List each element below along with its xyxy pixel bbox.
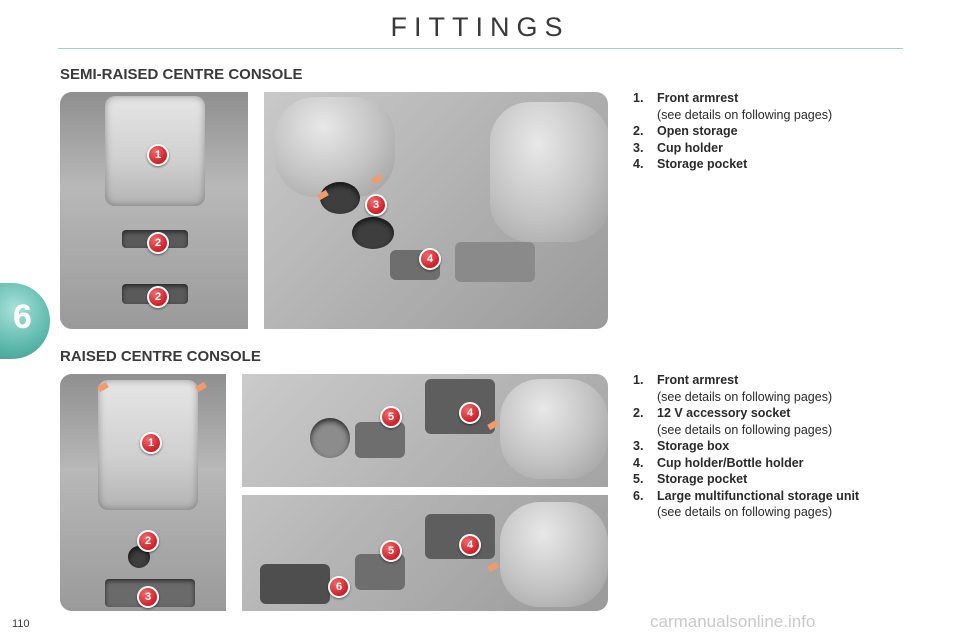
legend-item: 4. Cup holder/Bottle holder (633, 455, 893, 472)
legend-label: Open storage (657, 124, 738, 138)
legend-label: Large multifunctional storage unit (657, 488, 860, 503)
title-rule (58, 48, 903, 49)
callout-badge: 4 (459, 534, 481, 556)
legend-number: 4. (633, 455, 644, 470)
seat-shape (490, 102, 608, 242)
seat-shape (500, 379, 608, 479)
callout-badge: 5 (380, 540, 402, 562)
photo-divider (248, 92, 264, 329)
legend-item: 3. Storage box (633, 438, 893, 455)
legend-number: 1. (633, 373, 644, 387)
seat-shape (500, 502, 608, 607)
callout-badge: 5 (380, 406, 402, 428)
chapter-number: 6 (13, 298, 32, 336)
legend-note: (see details on following pages) (657, 107, 833, 122)
legend-note: (see details on following pages) (657, 389, 833, 404)
legend-label: Storage box (657, 439, 730, 453)
page-number: 110 (12, 618, 30, 630)
legend-label: Storage pocket (657, 472, 748, 486)
callout-badge: 4 (459, 402, 481, 424)
legend-item: 4. Storage pocket (633, 156, 893, 173)
legend-number: 6. (633, 488, 644, 503)
photo-raised-console: 1 2 3 5 4 5 4 6 (60, 374, 608, 611)
photo-divider-horizontal (242, 487, 608, 495)
callout-badge: 2 (147, 286, 169, 308)
legend-number: 4. (633, 157, 644, 171)
legend-semi-raised: 1. Front armrest (see details on followin… (633, 90, 893, 173)
highlight-mark (487, 561, 499, 573)
legend-number: 3. (633, 140, 644, 155)
legend-item: 2. Open storage (633, 123, 893, 140)
storage-pocket-shape (355, 422, 405, 458)
callout-badge: 6 (328, 576, 350, 598)
photo-semi-raised-console: 1 2 2 3 4 (60, 92, 608, 329)
legend-item: 2. 12 V accessory socket (633, 405, 893, 422)
legend-number: 2. (633, 124, 644, 138)
legend-label: Front armrest (657, 91, 739, 105)
legend-note: (see details on following pages) (657, 422, 833, 437)
legend-label: Cup holder (657, 140, 723, 155)
legend-note: (see details on following pages) (657, 505, 833, 519)
cup-holder-shape (352, 217, 394, 249)
legend-number: 5. (633, 472, 644, 486)
legend-label: Front armrest (657, 373, 739, 387)
callout-badge: 2 (147, 232, 169, 254)
section-title-raised: RAISED CENTRE CONSOLE (60, 348, 261, 365)
photo-divider (226, 374, 242, 611)
cup-holder-shape (425, 514, 495, 559)
section-title-semi-raised: SEMI-RAISED CENTRE CONSOLE (60, 66, 303, 83)
gear-shifter-shape (455, 242, 535, 282)
legend-label: 12 V accessory socket (657, 406, 791, 420)
callout-badge: 4 (419, 248, 441, 270)
callout-badge: 1 (140, 432, 162, 454)
legend-number: 1. (633, 91, 644, 105)
legend-item: 1. Front armrest (633, 372, 893, 389)
page-title: FITTINGS (390, 12, 570, 42)
legend-item: 1. Front armrest (633, 90, 893, 107)
legend-label: Cup holder/Bottle holder (657, 455, 804, 470)
legend-item: 5. Storage pocket (633, 471, 893, 488)
watermark: carmanualsonline.info (650, 612, 816, 631)
callout-badge: 3 (365, 194, 387, 216)
legend-number: 2. (633, 406, 644, 420)
legend-number: 3. (633, 439, 644, 453)
callout-badge: 3 (137, 586, 159, 608)
legend-item: 3. Cup holder (633, 140, 893, 157)
legend-label: Storage pocket (657, 157, 748, 171)
multifunction-storage-shape (260, 564, 330, 604)
gear-shifter-shape (310, 418, 350, 458)
legend-item: 6. Large multifunctional storage unit (633, 488, 893, 505)
cup-holder-shape (320, 182, 360, 214)
legend-raised: 1. Front armrest (see details on followin… (633, 372, 893, 521)
callout-badge: 1 (147, 144, 169, 166)
callout-badge: 2 (137, 530, 159, 552)
